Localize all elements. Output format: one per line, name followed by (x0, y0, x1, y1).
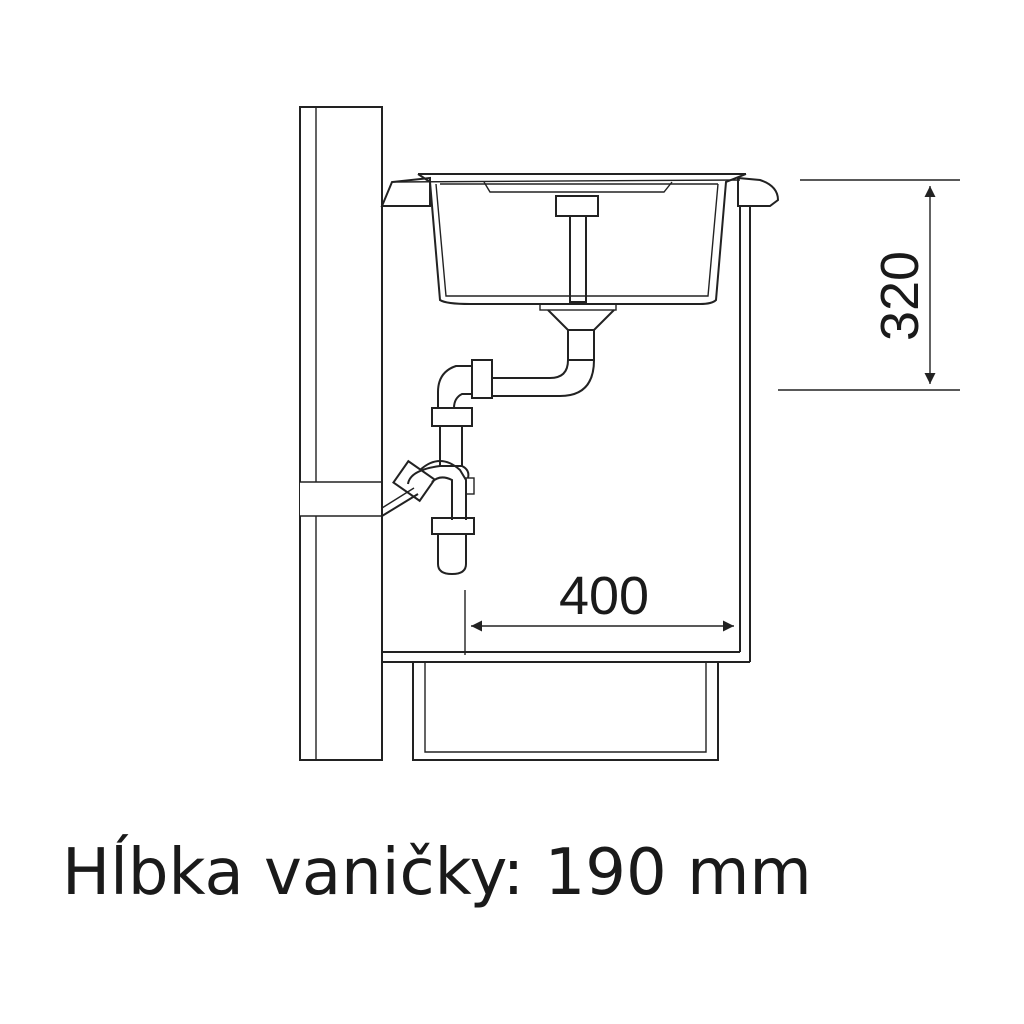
dimension-height: 320 (778, 179, 960, 391)
basin-depth-caption: Hĺbka vaničky: 190 mm (62, 836, 812, 910)
sink-basin (417, 173, 747, 305)
cabinet (381, 182, 751, 761)
countertop (380, 176, 780, 207)
dimension-height-label: 320 (870, 251, 930, 341)
dimension-width-label: 400 (559, 566, 649, 626)
dimension-width: 400 (464, 566, 734, 655)
siphon (381, 303, 617, 576)
wall (299, 106, 383, 761)
